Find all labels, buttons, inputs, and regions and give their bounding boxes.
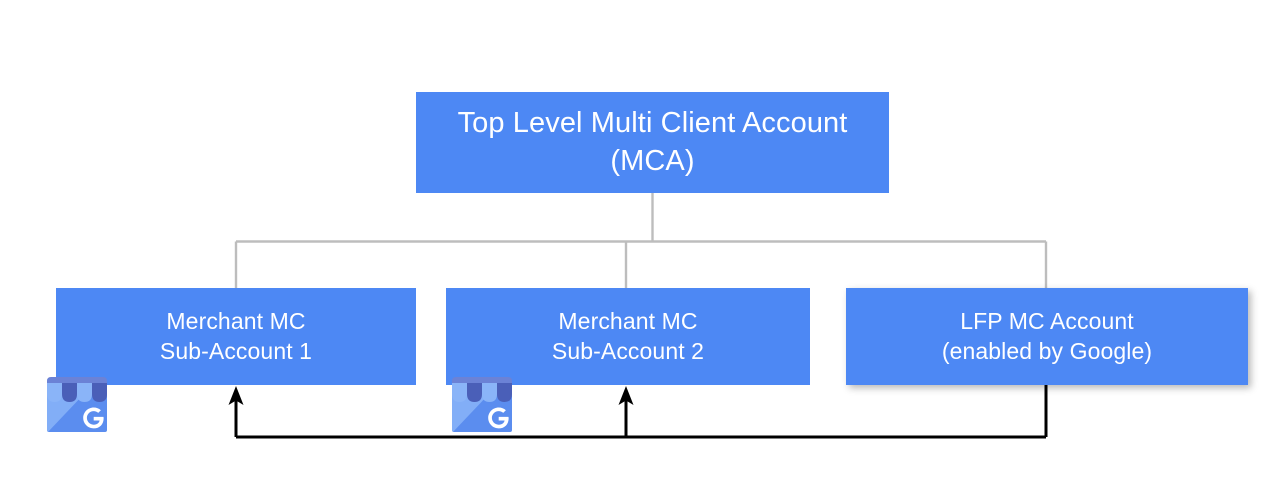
arrowhead-to-merchant-1 bbox=[228, 386, 244, 405]
arrowhead-to-merchant-2 bbox=[618, 386, 634, 405]
node-merchant-sub-account-1-label: Merchant MC Sub-Account 1 bbox=[159, 307, 313, 364]
node-lfp-mc-account-label: LFP MC Account (enabled by Google) bbox=[941, 307, 1153, 364]
node-merchant-sub-account-2-label: Merchant MC Sub-Account 2 bbox=[551, 307, 705, 364]
google-my-business-storefront-icon bbox=[47, 377, 107, 432]
google-my-business-storefront-icon bbox=[452, 377, 512, 432]
node-merchant-sub-account-2[interactable]: Merchant MC Sub-Account 2 bbox=[446, 288, 810, 385]
node-top-level-mca[interactable]: Top Level Multi Client Account (MCA) bbox=[416, 92, 889, 193]
node-lfp-mc-account[interactable]: LFP MC Account (enabled by Google) bbox=[846, 288, 1248, 385]
node-merchant-sub-account-1[interactable]: Merchant MC Sub-Account 1 bbox=[56, 288, 416, 385]
node-top-level-mca-label: Top Level Multi Client Account (MCA) bbox=[457, 106, 848, 177]
